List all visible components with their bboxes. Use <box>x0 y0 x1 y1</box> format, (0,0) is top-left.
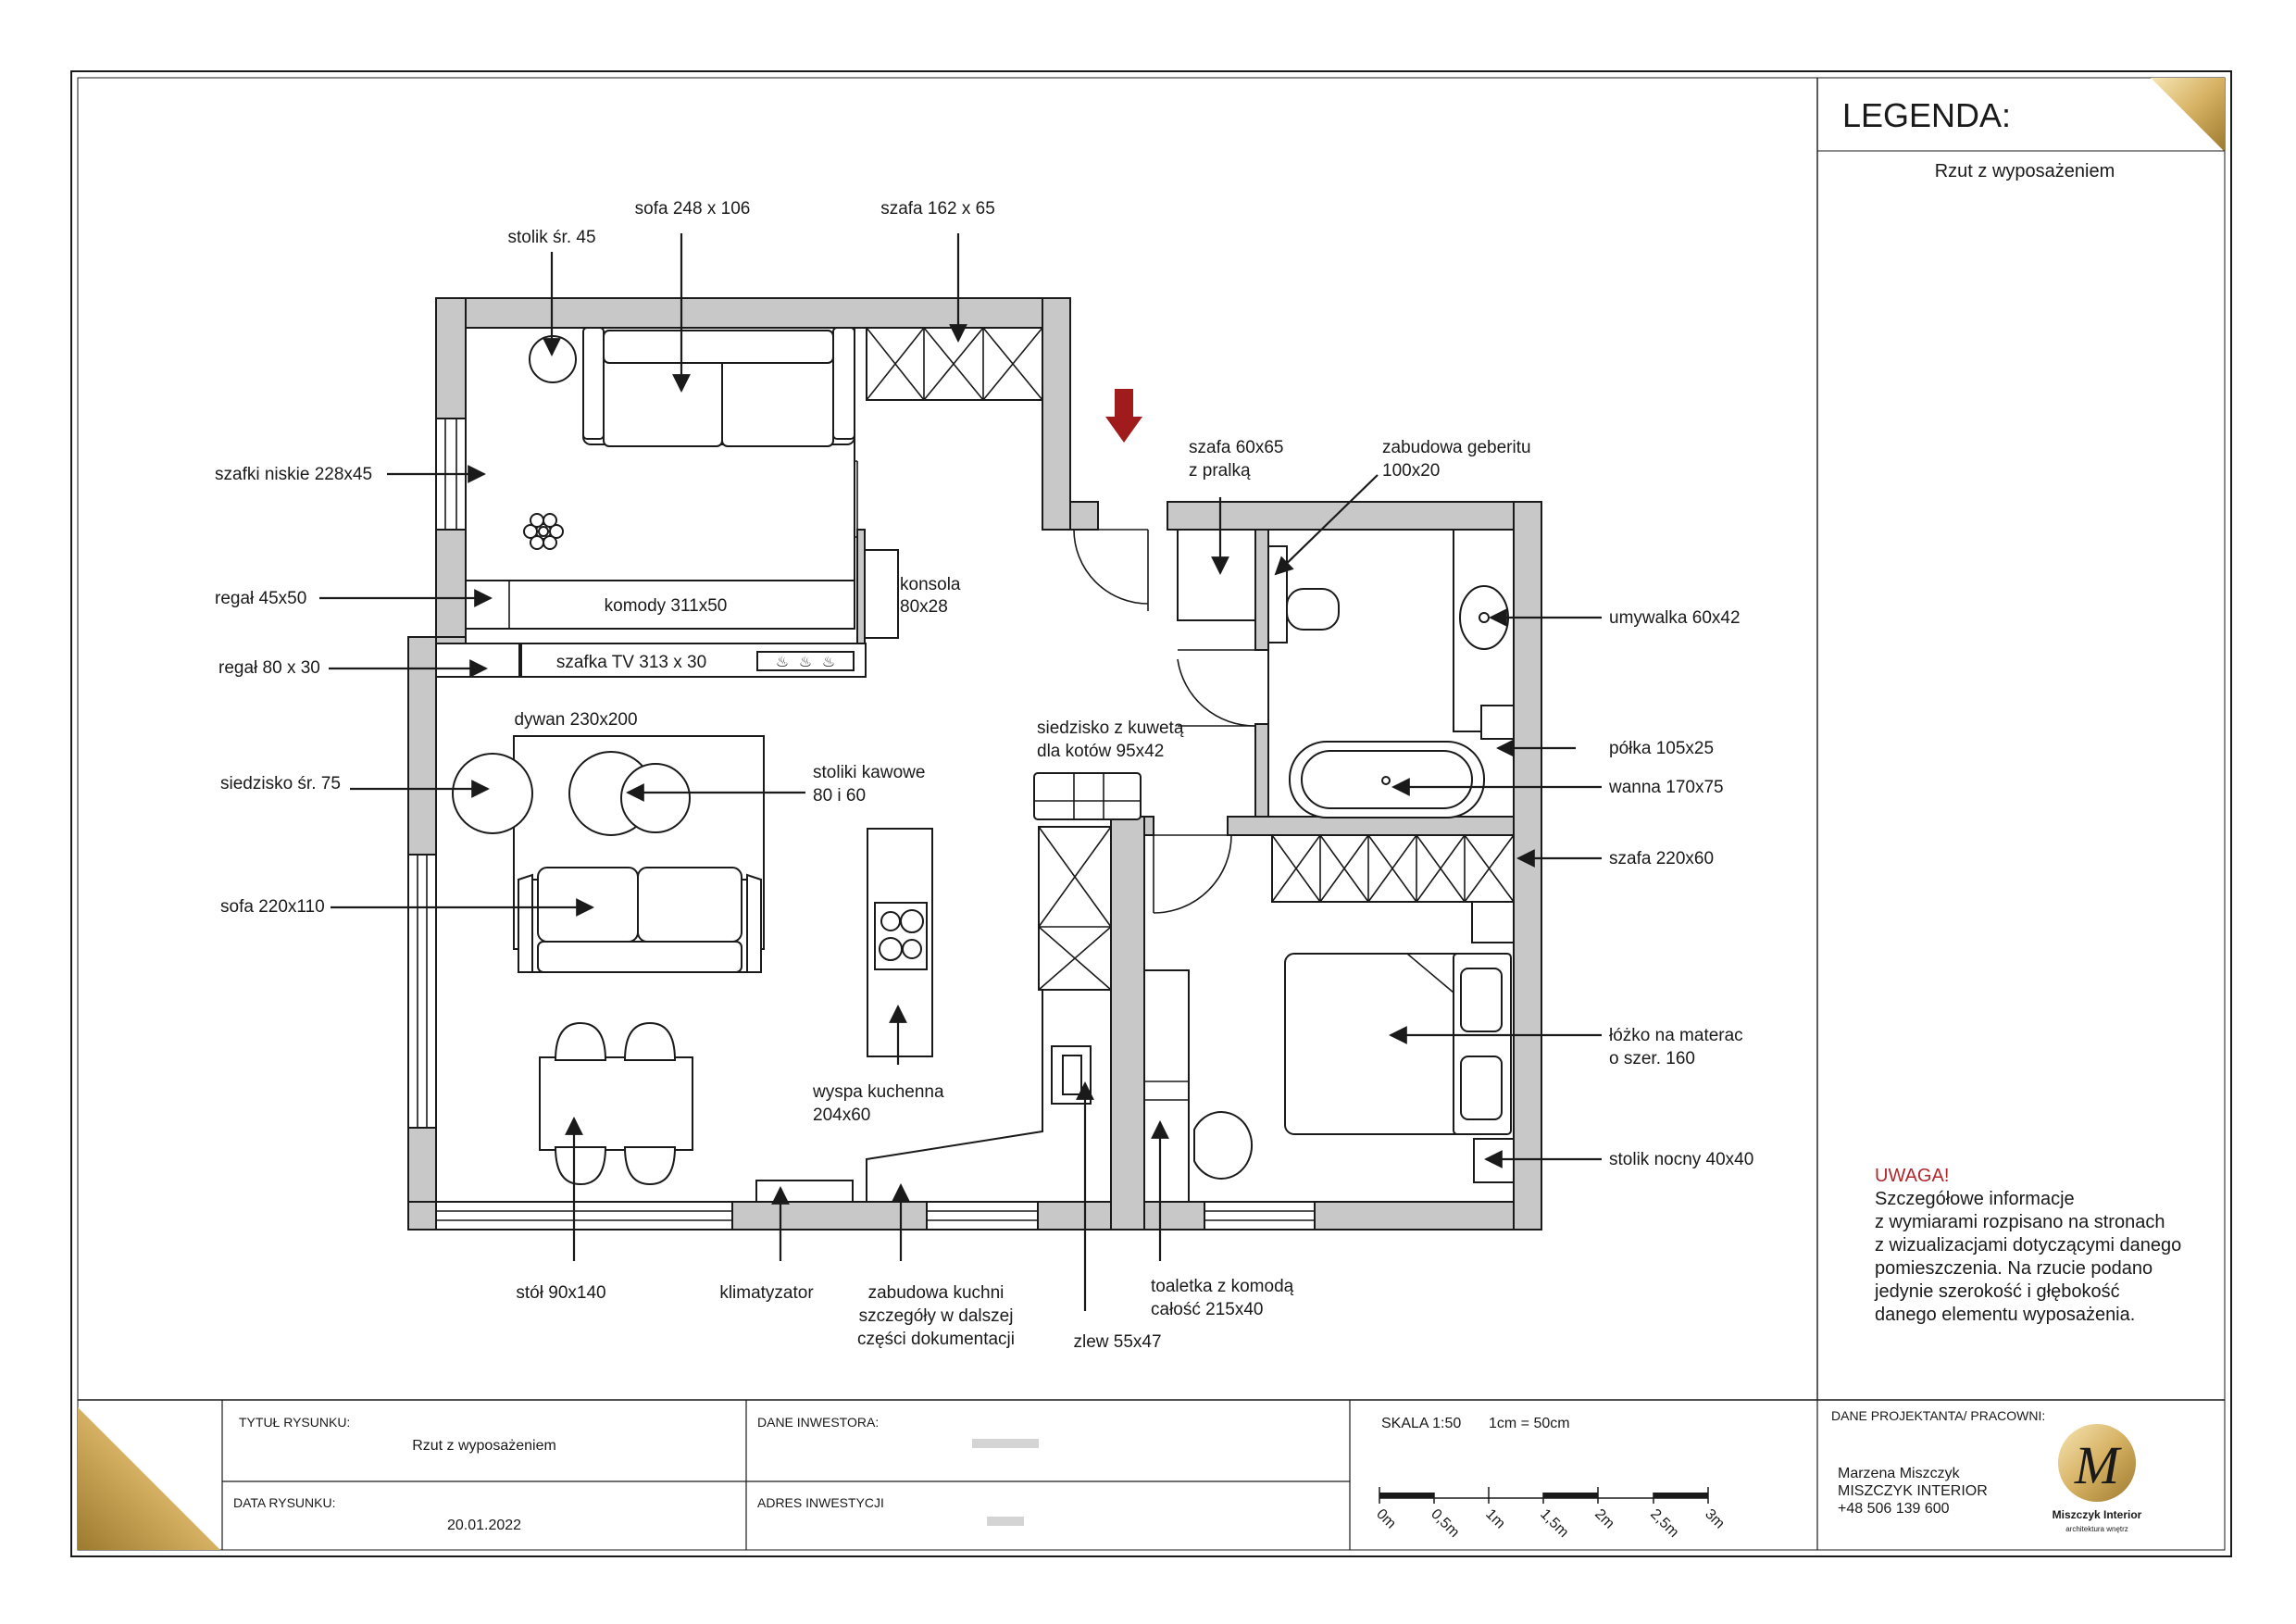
living-room-lower <box>452 735 765 973</box>
living-room-top <box>465 327 855 630</box>
svg-text:♨: ♨ <box>799 653 812 670</box>
scale-tick: 0m <box>1373 1506 1399 1532</box>
svg-text:♨: ♨ <box>776 653 789 670</box>
label-szafa-220: szafa 220x60 <box>1609 849 1714 868</box>
inner-frame <box>77 77 2226 1551</box>
title-block <box>78 1400 1818 1550</box>
scale-tick: 0,5m <box>1428 1506 1462 1541</box>
investor-label: DANE INWESTORA: <box>757 1415 879 1430</box>
bedroom <box>1143 834 1515 1203</box>
label-zabudowa-kuchni-2: szczegóły w dalszej <box>859 1306 1014 1326</box>
note-line: Szczegółowe informacje <box>1875 1189 2075 1209</box>
label-toaletka-2: całość 215x40 <box>1151 1300 1263 1319</box>
scale-tick: 1m <box>1482 1506 1508 1532</box>
label-szafa-pralka-1: szafa 60x65 <box>1189 438 1283 457</box>
label-geberit-2: 100x20 <box>1382 461 1440 481</box>
phone: +48 506 139 600 <box>1838 1501 1950 1517</box>
note-line: jedynie szerokość i głębokość <box>1874 1281 2120 1302</box>
coffee-table-small <box>620 763 691 833</box>
label-wyspa-1: wyspa kuchenna <box>812 1082 944 1102</box>
air-conditioner <box>755 1180 854 1203</box>
label-geberit-1: zabudowa geberitu <box>1382 438 1531 457</box>
gold-corner-top <box>2151 78 2225 152</box>
label-regal-45: regał 45x50 <box>215 589 306 608</box>
label-lozko-2: o szer. 160 <box>1609 1049 1695 1068</box>
note-line: z wizualizacjami dotyczącymi danego <box>1875 1235 2181 1255</box>
scale-tick: 2,5m <box>1647 1506 1681 1541</box>
svg-text:♨: ♨ <box>822 653 835 670</box>
scale-bar <box>1379 1487 1709 1504</box>
label-toaletka-1: toaletka z komodą <box>1151 1277 1294 1296</box>
label-zlew: zlew 55x47 <box>1073 1332 1161 1352</box>
scale-label: SKALA 1:50 <box>1381 1416 1461 1431</box>
label-stoliki-kawowe-1: stoliki kawowe <box>813 763 925 782</box>
walls <box>407 297 1542 1230</box>
kitchen-island <box>867 828 933 1057</box>
logo-text: Miszczyk Interior <box>2053 1508 2142 1521</box>
logo-subtext: architektura wnętrz <box>2065 1525 2128 1533</box>
label-sofa-low: sofa 220x110 <box>220 897 325 917</box>
label-komody: komody 311x50 <box>605 596 728 616</box>
label-lozko-1: łóżko na materac <box>1609 1026 1743 1045</box>
kitchen-cabinets <box>1033 772 1142 1105</box>
label-sofa-top: sofa 248 x 106 <box>635 199 751 219</box>
address-label: ADRES INWESTYCJI <box>757 1495 884 1510</box>
designer-name: Marzena Miszczyk <box>1838 1466 1961 1481</box>
studio-logo: M <box>2058 1424 2136 1502</box>
date-label: DATA RYSUNKU: <box>233 1495 335 1510</box>
title-value: Rzut z wyposażeniem <box>412 1438 556 1454</box>
investor-redacted <box>972 1439 1039 1526</box>
label-siedzisko: siedzisko śr. 75 <box>220 774 341 793</box>
label-stol: stół 90x140 <box>516 1283 605 1303</box>
legend-subtitle: Rzut z wyposażeniem <box>1935 161 2115 181</box>
label-polka: półka 105x25 <box>1609 739 1714 758</box>
label-wyspa-2: 204x60 <box>813 1106 870 1125</box>
bathroom <box>1267 529 1515 818</box>
plant-icon <box>523 513 564 550</box>
scale-tick: 3m <box>1702 1506 1728 1532</box>
title-label: TYTUŁ RYSUNKU: <box>239 1415 350 1430</box>
note-line: z wymiarami rozpisano na stronach <box>1875 1212 2165 1232</box>
console <box>864 549 899 639</box>
label-szafka-tv: szafka TV 313 x 30 <box>556 653 706 672</box>
label-szafki-niskie: szafki niskie 228x45 <box>215 465 372 484</box>
note-heading: UWAGA! <box>1875 1166 1949 1186</box>
note-line: pomieszczenia. Na rzucie podano <box>1875 1258 2152 1279</box>
svg-text:M: M <box>2074 1435 2122 1495</box>
entrance-arrow-icon <box>1105 389 1142 443</box>
label-szafa-top: szafa 162 x 65 <box>880 199 995 219</box>
scale-cm: 1cm = 50cm <box>1489 1416 1570 1431</box>
label-konsola-1: konsola <box>900 575 961 594</box>
annotation-arrows <box>319 233 1602 1311</box>
designer-label: DANE PROJEKTANTA/ PRACOWNI: <box>1831 1408 2045 1423</box>
label-konsola-2: 80x28 <box>900 597 948 617</box>
label-umywalka: umywalka 60x42 <box>1609 608 1741 628</box>
dining-set <box>539 1021 693 1186</box>
scale-tick: 1,5m <box>1537 1506 1571 1541</box>
label-siedzisko-kuweta-1: siedzisko z kuwetą <box>1037 718 1184 738</box>
note-line: danego elementu wyposażenia. <box>1875 1305 2135 1325</box>
label-zabudowa-kuchni-1: zabudowa kuchni <box>868 1283 1004 1303</box>
label-szafa-pralka-2: z pralką <box>1189 461 1251 481</box>
label-stolik: stolik śr. 45 <box>507 228 595 247</box>
label-zabudowa-kuchni-3: części dokumentacji <box>857 1330 1015 1349</box>
legend-title: LEGENDA: <box>1842 96 2011 134</box>
studio-name: MISZCZYK INTERIOR <box>1838 1483 1988 1499</box>
scale-tick: 2m <box>1591 1506 1617 1532</box>
label-regal-80: regał 80 x 30 <box>218 658 320 678</box>
label-klimatyzator: klimatyzator <box>719 1283 814 1303</box>
label-stolik-nocny: stolik nocny 40x40 <box>1609 1150 1753 1169</box>
label-stoliki-kawowe-2: 80 i 60 <box>813 786 866 806</box>
outer-frame <box>70 70 2232 1557</box>
label-siedzisko-kuweta-2: dla kotów 95x42 <box>1037 742 1164 761</box>
label-wanna: wanna 170x75 <box>1608 778 1724 797</box>
date-value: 20.01.2022 <box>447 1518 521 1533</box>
wardrobe-top <box>866 327 1043 401</box>
label-dywan: dywan 230x200 <box>514 710 637 730</box>
pouf <box>452 753 533 834</box>
